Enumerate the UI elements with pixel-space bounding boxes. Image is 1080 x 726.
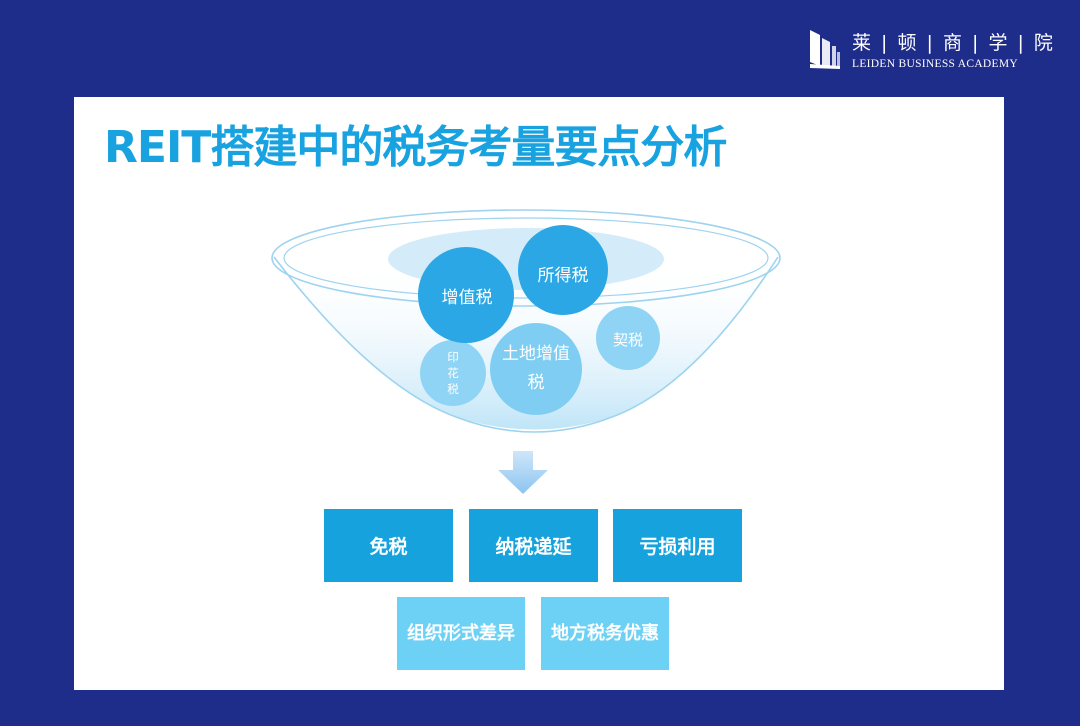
funnel-rim-inner (283, 217, 769, 299)
circle-vat (418, 247, 514, 343)
funnel-outline-left (273, 256, 457, 418)
strategy-loss-utilization: 亏损利用 (613, 509, 742, 582)
strategy-organization-form: 组织形式差异 (397, 597, 525, 670)
circle-deed-tax (596, 306, 660, 370)
brand-header: 莱 | 顿 | 商 | 学 | 院 LEIDEN BUSINESS ACADEM… (808, 24, 1053, 74)
circle-income-tax (518, 225, 608, 315)
strategy-label: 纳税递延 (495, 536, 572, 558)
strategy-tax-deferral: 纳税递延 (469, 509, 598, 582)
strategy-label: 亏损利用 (639, 536, 716, 558)
funnel-outline-right (611, 256, 779, 418)
brand-name-cn: 莱 | 顿 | 商 | 学 | 院 (852, 32, 1055, 54)
funnel-bottom-rim (455, 416, 613, 433)
strategy-label: 地方税务优惠 (551, 622, 659, 644)
academy-logo-icon (810, 30, 840, 69)
tax-label-land-vat: 土地增值税 (502, 344, 570, 393)
circle-stamp-duty (420, 340, 486, 406)
funnel-diagram (271, 209, 781, 494)
tax-label-vat: 增值税 (441, 287, 493, 308)
strategy-label: 组织形式差异 (407, 622, 515, 644)
slide-title: REIT搭建中的税务考量要点分析 (104, 122, 727, 173)
tax-label-deed-tax: 契税 (613, 331, 644, 349)
circle-land-vat (490, 323, 582, 415)
tax-label-stamp-duty: 印花税 (447, 350, 459, 396)
strategy-tax-exemption: 免税 (324, 509, 453, 582)
strategy-local-tax-incentives: 地方税务优惠 (541, 597, 669, 670)
strategy-label: 免税 (369, 536, 408, 558)
slide-canvas: REIT搭建中的税务考量要点分析 增值税 所得税 土地增值税 契税 印花税 免税… (74, 97, 1004, 690)
funnel-rim-outer (271, 209, 781, 307)
tax-label-income-tax: 所得税 (537, 265, 589, 286)
down-arrow-icon (498, 451, 548, 494)
brand-name-en: LEIDEN BUSINESS ACADEMY (852, 58, 1018, 70)
